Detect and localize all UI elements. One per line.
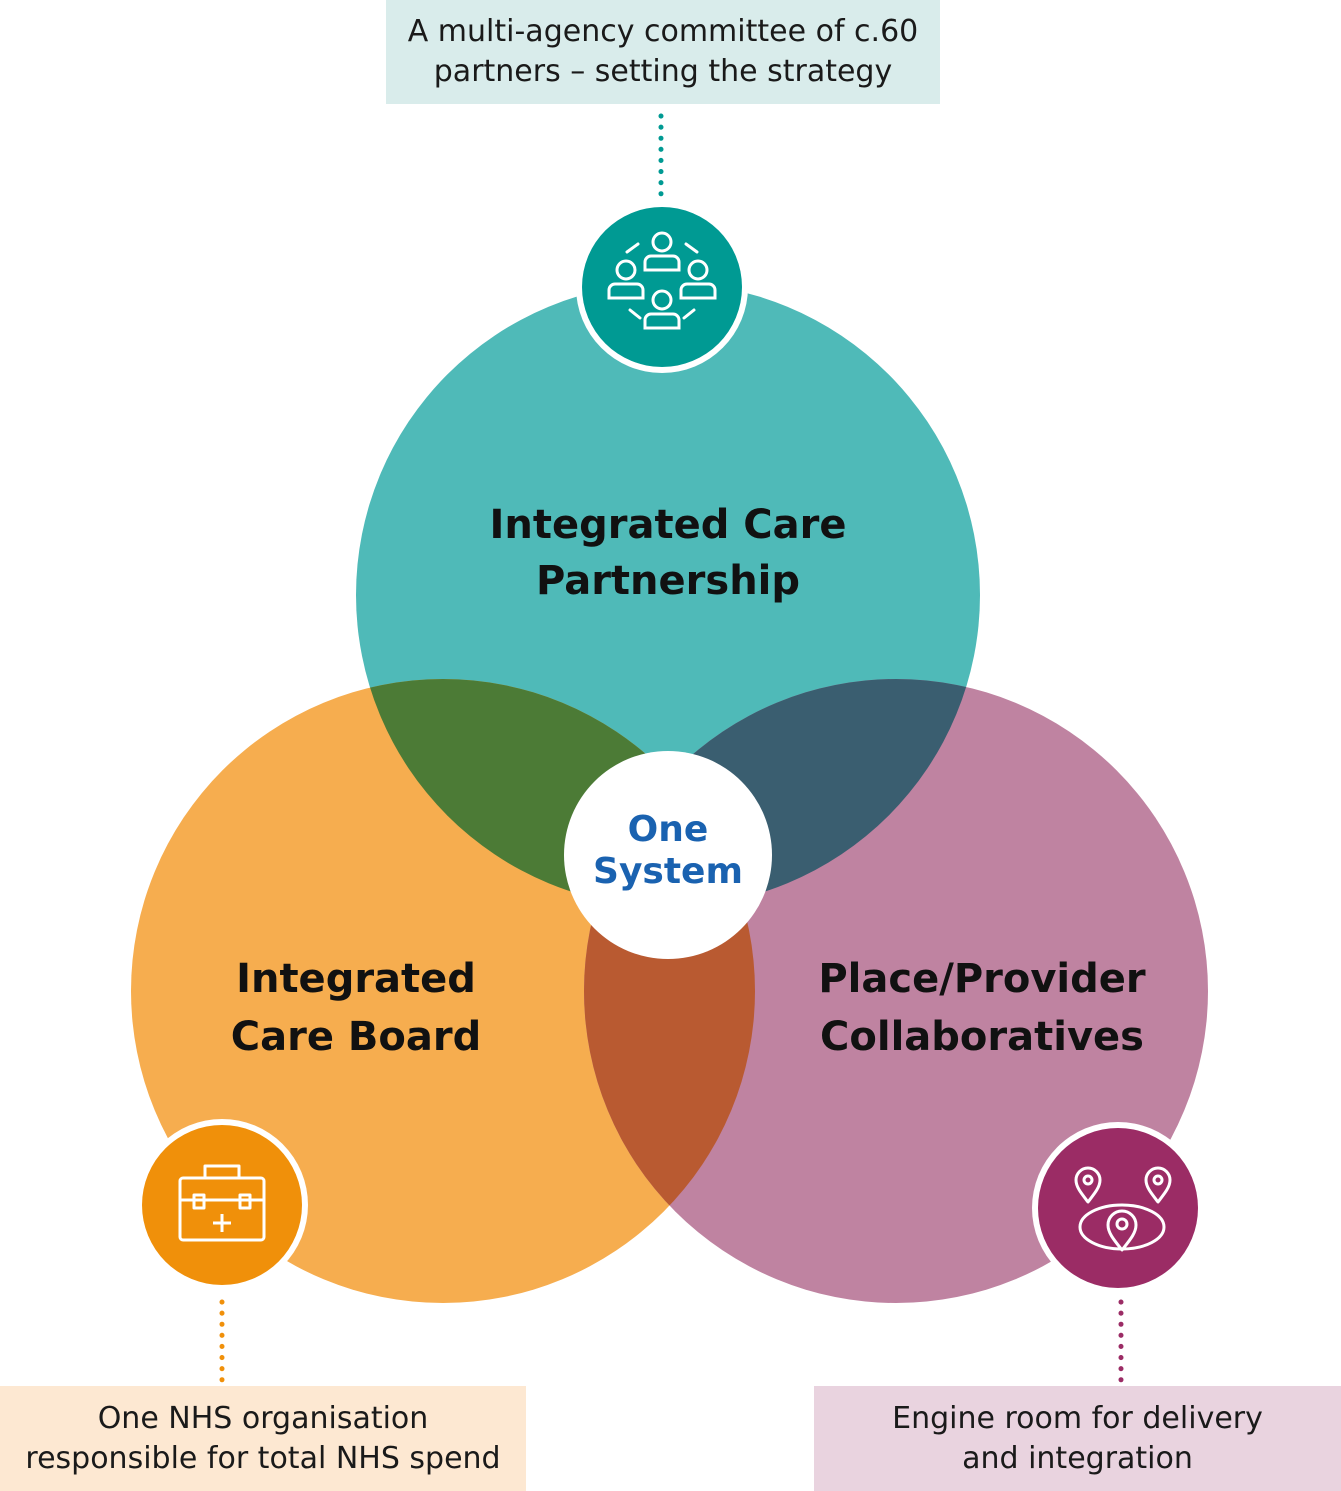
center-title-line1: One bbox=[628, 809, 709, 850]
partnership-title-line1: Integrated Care bbox=[490, 502, 847, 548]
caption-right-line1: Engine room for delivery bbox=[892, 1400, 1263, 1436]
center-circle bbox=[564, 751, 772, 959]
people-group-icon bbox=[576, 201, 748, 373]
collaboratives-title-line2: Collaboratives bbox=[820, 1014, 1144, 1060]
map-pins-icon bbox=[1032, 1122, 1204, 1294]
caption-left-line1: One NHS organisation bbox=[97, 1400, 429, 1436]
caption-top-line1: A multi-agency committee of c.60 bbox=[407, 14, 919, 49]
medical-case-icon bbox=[136, 1119, 308, 1291]
caption-right: Engine room for delivery and integration bbox=[814, 1386, 1341, 1491]
caption-right-background bbox=[814, 1386, 1341, 1491]
caption-right-line2: and integration bbox=[962, 1440, 1193, 1476]
caption-left-background bbox=[0, 1386, 526, 1491]
caption-left: One NHS organisation responsible for tot… bbox=[0, 1386, 526, 1491]
caption-top-background bbox=[386, 0, 940, 104]
caption-left-line2: responsible for total NHS spend bbox=[25, 1440, 501, 1476]
caption-top-line2: partners – setting the strategy bbox=[433, 54, 893, 89]
board-title-line2: Care Board bbox=[231, 1014, 481, 1060]
partnership-title-line2: Partnership bbox=[536, 558, 800, 604]
board-title-line1: Integrated bbox=[236, 956, 476, 1002]
collaboratives-title-line1: Place/Provider bbox=[818, 956, 1146, 1002]
center-title-line2: System bbox=[593, 851, 743, 892]
caption-top: A multi-agency committee of c.60 partner… bbox=[386, 0, 940, 104]
